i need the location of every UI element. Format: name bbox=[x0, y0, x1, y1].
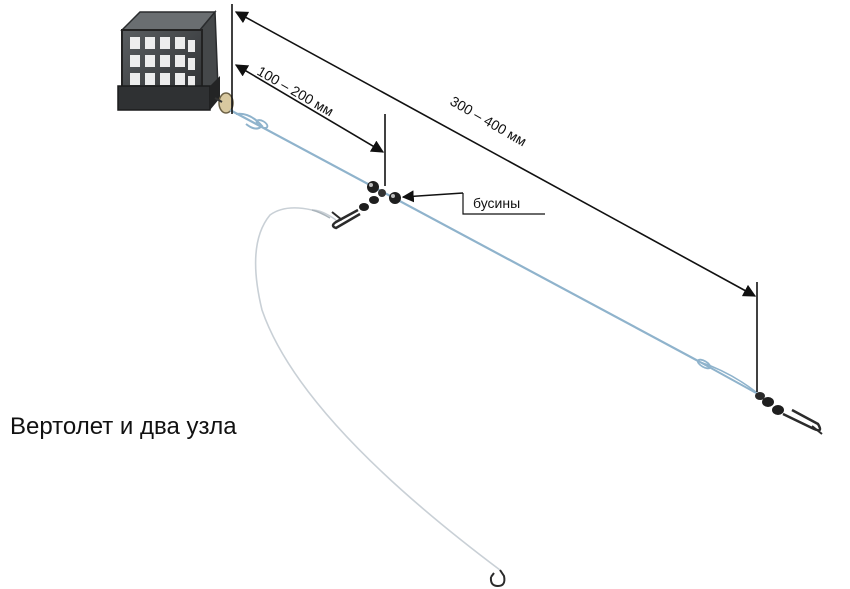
bead-icon bbox=[367, 181, 379, 193]
swivel-snap-icon bbox=[331, 189, 386, 230]
diagram-title: Вертолет и два узла bbox=[10, 413, 237, 440]
feeder-swivel-icon bbox=[214, 92, 234, 114]
hook-icon bbox=[489, 569, 506, 588]
feeder-cage-icon bbox=[117, 10, 220, 111]
leader-line bbox=[254, 207, 501, 571]
beads-callout bbox=[401, 190, 545, 215]
short-distance-label: 100 – 200 мм bbox=[255, 63, 337, 120]
end-swivel-snap-icon bbox=[755, 392, 823, 435]
long-distance-label: 300 – 400 мм bbox=[448, 93, 530, 150]
beads-label: бусины bbox=[473, 195, 520, 211]
bead-icon bbox=[389, 192, 401, 204]
long-dimension-arrow bbox=[234, 11, 757, 297]
end-knot bbox=[696, 358, 712, 370]
